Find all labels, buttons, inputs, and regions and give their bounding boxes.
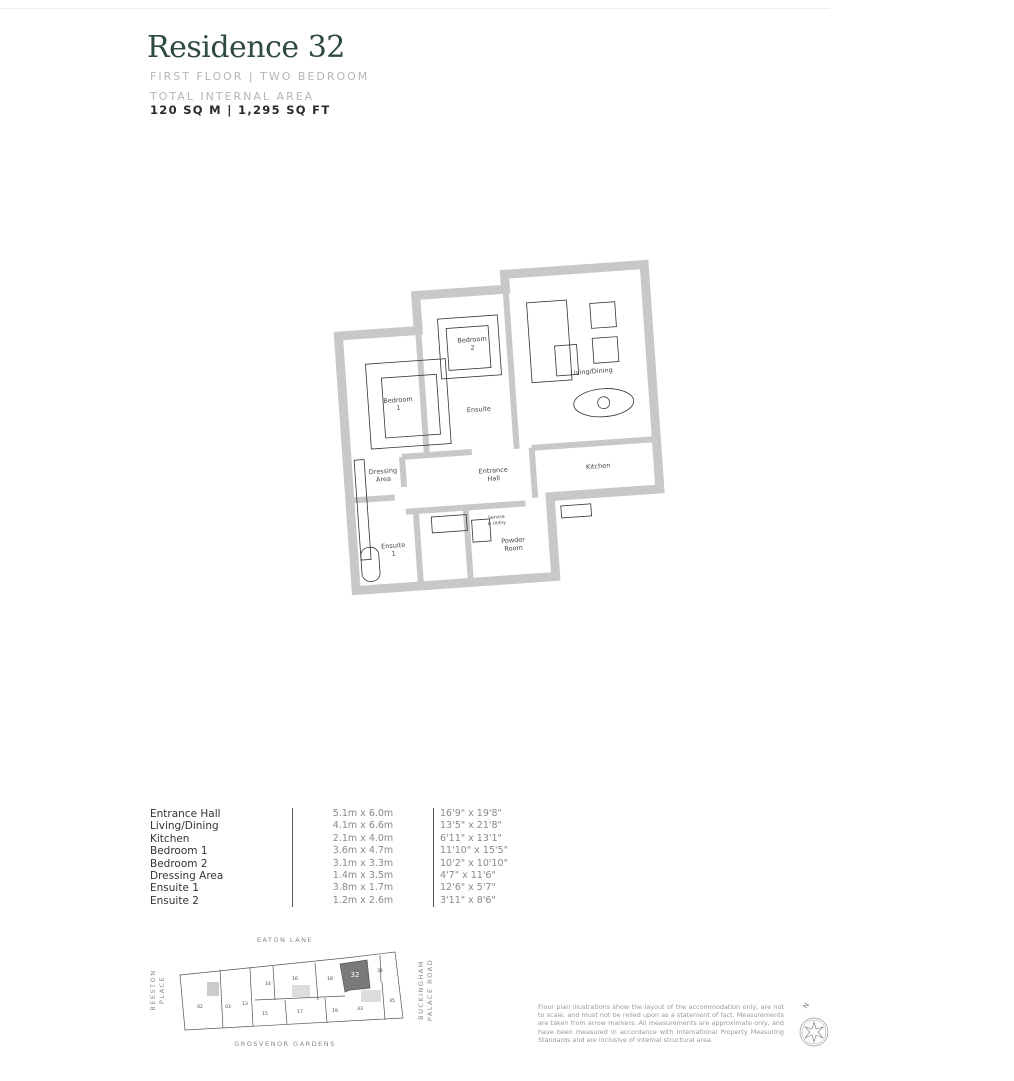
unit-14: 14 bbox=[265, 981, 271, 987]
room-imperial: 16'9" x 19'8" bbox=[433, 808, 520, 821]
room-imperial: 3'11" x 8'6" bbox=[433, 894, 520, 908]
subtitle: FIRST FLOOR | TWO BEDROOM bbox=[150, 70, 370, 83]
label-bedroom1-n: 1 bbox=[396, 404, 401, 412]
room-name: Kitchen bbox=[150, 832, 190, 845]
label-service: Service bbox=[488, 514, 505, 521]
room-imperial: 6'11" x 13'1" bbox=[433, 832, 520, 846]
room-metric: 3.6m x 4.7m bbox=[292, 845, 433, 858]
unit-33: 33 bbox=[357, 1006, 363, 1012]
label-kitchen: Kitchen bbox=[586, 461, 611, 471]
room-imperial: 12'6" x 5'7" bbox=[433, 882, 520, 895]
label-ensuite1-n: 1 bbox=[391, 550, 396, 558]
label-ensuite2: Ensuite bbox=[467, 405, 492, 415]
label-powder-2: Room bbox=[504, 544, 523, 553]
label-bedroom2-n: 2 bbox=[470, 344, 475, 352]
room-imperial: 13'5" x 21'8" bbox=[433, 820, 520, 833]
label-entrance-2: Hall bbox=[487, 474, 500, 483]
room-metric: 1.4m x 3.5m bbox=[292, 869, 433, 883]
room-metric: 1.2m x 2.6m bbox=[292, 894, 433, 908]
label-entrance: Entrance bbox=[478, 466, 508, 476]
label-living: Living/Dining bbox=[570, 366, 613, 377]
room-name: Bedroom 1 bbox=[150, 845, 208, 858]
room-metric: 5.1m x 6.0m bbox=[292, 808, 433, 821]
room-metric: 2.1m x 4.0m bbox=[292, 832, 433, 846]
road-east-1: BUCKINGHAM bbox=[417, 960, 425, 1020]
unit-15: 15 bbox=[262, 1011, 268, 1017]
area-value: 120 SQ M | 1,295 SQ FT bbox=[150, 103, 331, 117]
label-ensuite1: Ensuite bbox=[381, 541, 406, 551]
room-metric: 3.8m x 1.7m bbox=[292, 882, 433, 895]
unit-19: 19 bbox=[332, 1008, 338, 1014]
page-frame bbox=[0, 8, 830, 1081]
floor-plan: Bedroom 1 Bedroom 2 Living/Dining Ensuit… bbox=[320, 250, 680, 604]
unit-03: 03 bbox=[225, 1004, 231, 1010]
compass-icon: N bbox=[797, 1000, 831, 1054]
room-name: Ensuite 2 bbox=[150, 894, 199, 907]
room-name: Dressing Area bbox=[150, 869, 224, 882]
room-imperial: 11'10" x 15'5" bbox=[433, 845, 520, 858]
disclaimer: Floor plan illustrations show the layout… bbox=[538, 1003, 784, 1044]
room-name: Ensuite 1 bbox=[150, 882, 199, 895]
unit-34: 34 bbox=[377, 968, 383, 974]
road-west-1: BEESTON bbox=[149, 969, 157, 1010]
label-dressing-2: Area bbox=[376, 475, 391, 484]
unit-16: 16 bbox=[292, 976, 298, 982]
room-imperial: 10'2" x 10'10" bbox=[433, 857, 520, 870]
label-service-2: & Utility bbox=[488, 520, 507, 527]
key-plan: EATON LANE GROSVENOR GARDENS BEESTON PLA… bbox=[145, 930, 435, 1059]
unit-18: 18 bbox=[327, 976, 333, 982]
area-label: TOTAL INTERNAL AREA bbox=[150, 90, 315, 103]
unit-17: 17 bbox=[297, 1009, 303, 1015]
road-west-2: PLACE bbox=[158, 976, 166, 1004]
room-name: Bedroom 2 bbox=[150, 857, 208, 870]
road-east-2: PALACE ROAD bbox=[426, 959, 434, 1021]
label-dressing: Dressing bbox=[369, 466, 398, 476]
label-powder: Powder bbox=[501, 536, 526, 546]
compass-north-label: N bbox=[802, 1001, 812, 1010]
road-north: EATON LANE bbox=[257, 936, 313, 944]
room-metric: 3.1m x 3.3m bbox=[292, 857, 433, 870]
unit-32[interactable]: 32 bbox=[351, 971, 360, 979]
road-south: GROSVENOR GARDENS bbox=[234, 1040, 336, 1048]
label-bedroom1: Bedroom bbox=[383, 395, 413, 405]
room-metric: 4.1m x 6.6m bbox=[292, 820, 433, 833]
label-bedroom2: Bedroom bbox=[457, 335, 487, 345]
room-name: Living/Dining bbox=[150, 820, 219, 833]
room-imperial: 4'7" x 11'6" bbox=[433, 869, 520, 883]
unit-13: 13 bbox=[242, 1001, 248, 1007]
page-title: Residence 32 bbox=[147, 30, 345, 65]
room-name: Entrance Hall bbox=[150, 808, 221, 820]
unit-02: 02 bbox=[197, 1004, 203, 1010]
unit-35: 35 bbox=[389, 998, 395, 1004]
